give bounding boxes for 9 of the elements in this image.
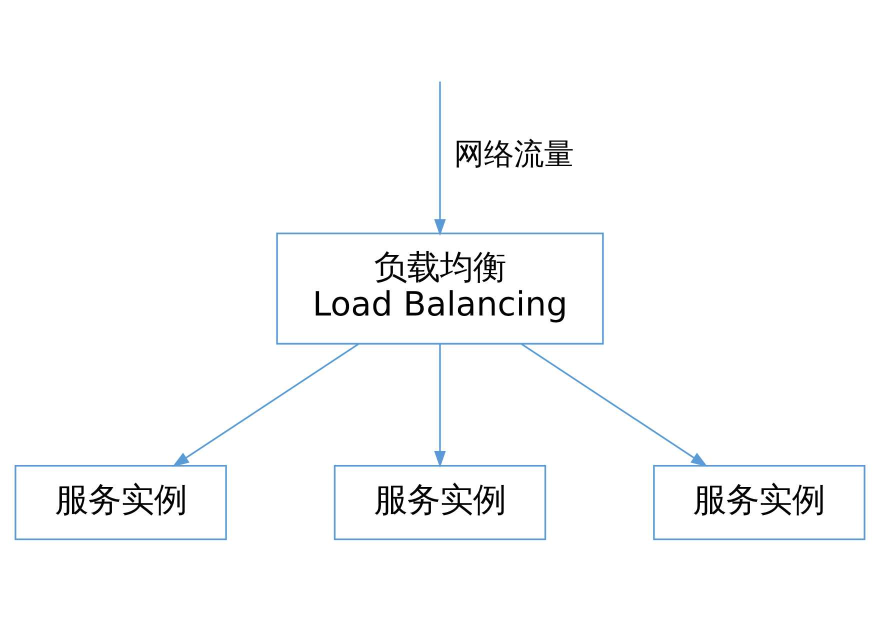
edge-label: 网络流量 bbox=[454, 136, 574, 172]
node-box: 服务实例 bbox=[334, 464, 546, 540]
arrow bbox=[434, 82, 446, 236]
arrow bbox=[434, 344, 446, 468]
arrow bbox=[520, 343, 708, 467]
arrow bbox=[172, 343, 360, 467]
node-box: 负载均衡 Load Balancing bbox=[276, 232, 604, 345]
node-box: 服务实例 bbox=[653, 464, 866, 540]
node-box: 服务实例 bbox=[14, 464, 227, 540]
